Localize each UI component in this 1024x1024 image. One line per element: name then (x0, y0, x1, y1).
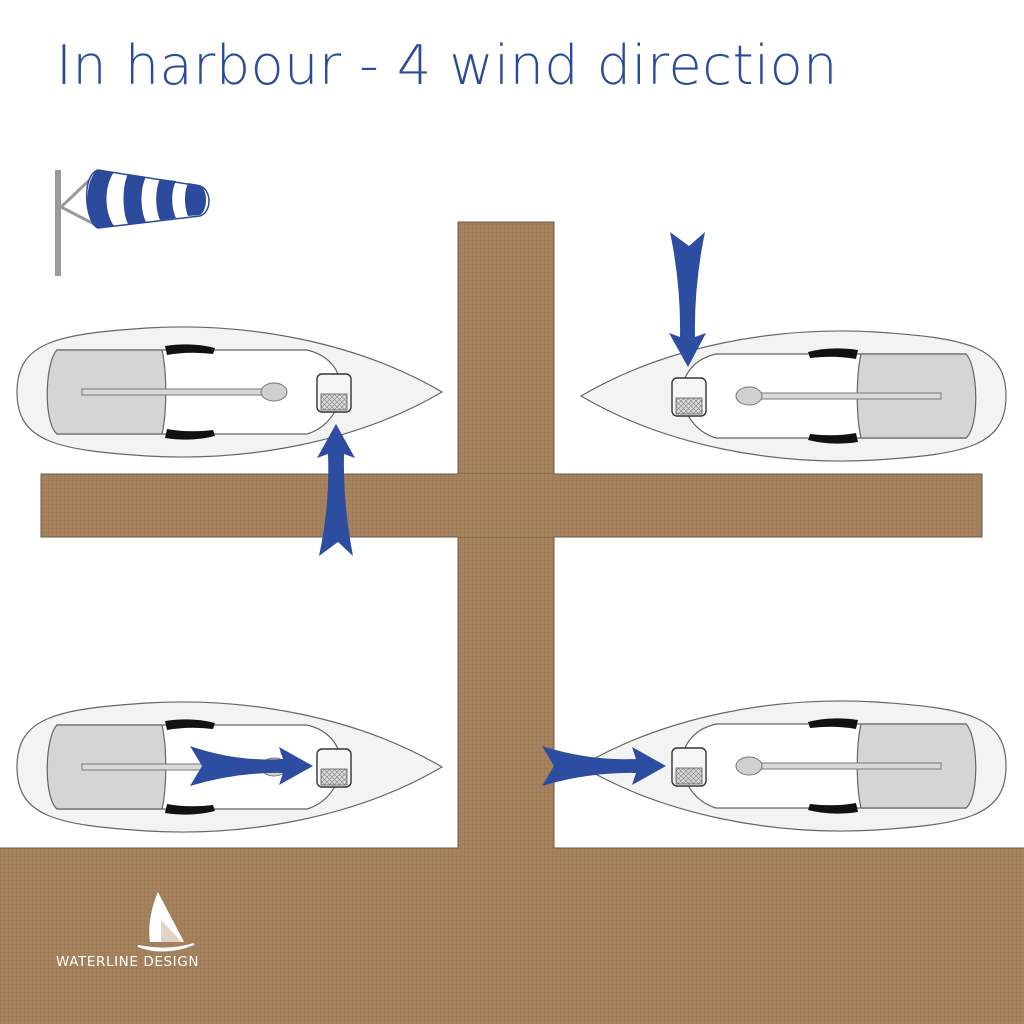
windsock-icon (55, 169, 210, 276)
pier (0, 221, 1024, 1024)
wind-arrow-icon (669, 232, 706, 367)
sailboat-logo-icon (137, 892, 195, 952)
page-title: In harbour - 4 wind direction (56, 34, 838, 97)
boat-top-left (16, 326, 443, 458)
wind-arrow-icon (190, 746, 313, 786)
wind-arrow-icon (317, 424, 355, 556)
boat-top-right (580, 330, 1007, 462)
wind-arrow-icon (542, 746, 666, 786)
brand-name: WATERLINE DESIGN (56, 954, 200, 970)
